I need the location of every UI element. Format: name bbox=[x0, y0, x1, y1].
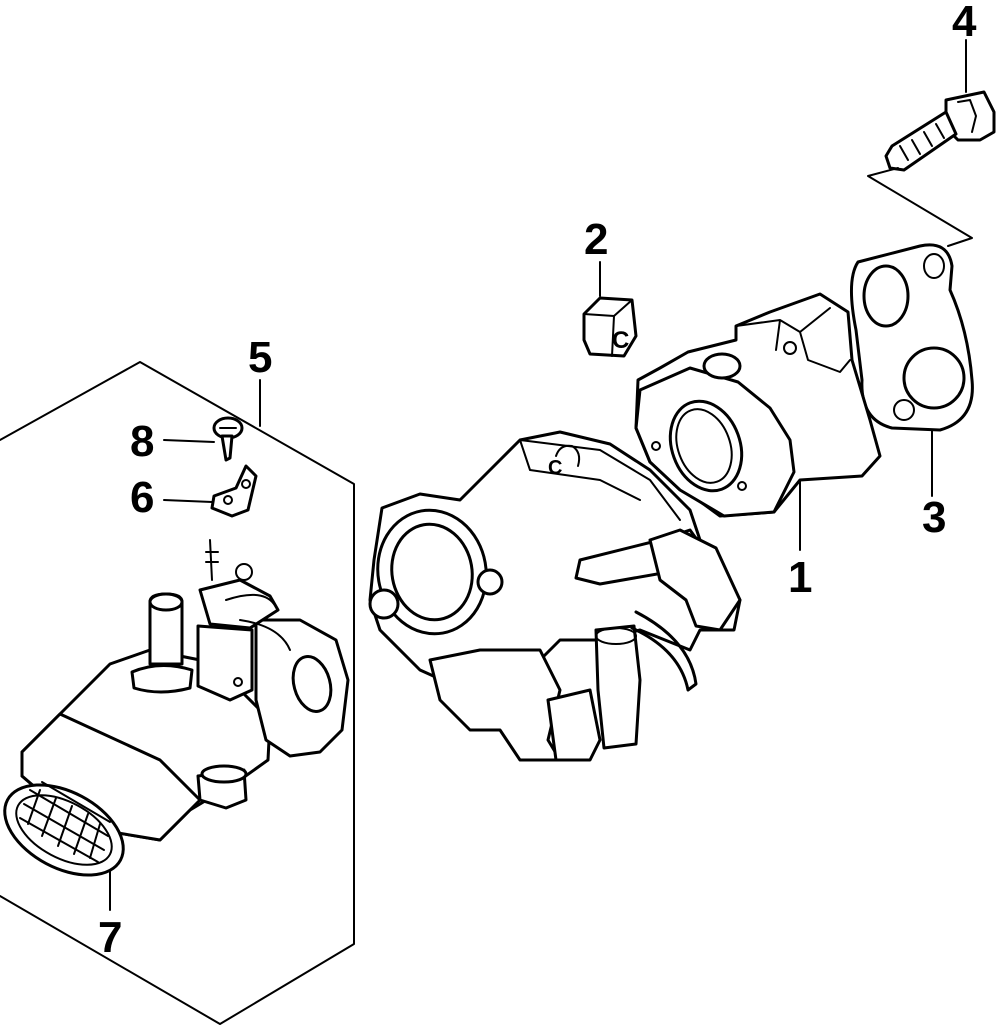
part-4-bolt[interactable] bbox=[884, 90, 996, 172]
part-8-screw[interactable] bbox=[212, 416, 244, 462]
callout-4: 4 bbox=[952, 0, 977, 46]
callout-2: 2 bbox=[584, 215, 608, 264]
part-1-carburetor[interactable]: C bbox=[368, 292, 882, 762]
part-6-bracket[interactable] bbox=[210, 464, 258, 518]
leader-6 bbox=[163, 499, 213, 503]
part-2-cap[interactable]: C bbox=[582, 296, 638, 358]
callout-5: 5 bbox=[248, 333, 272, 382]
part-5-intake-silencer[interactable] bbox=[20, 539, 350, 842]
callout-6: 6 bbox=[130, 473, 154, 522]
part-7-screen[interactable] bbox=[0, 766, 138, 893]
leader-8 bbox=[163, 439, 215, 443]
callout-7: 7 bbox=[98, 913, 122, 962]
part-5-group-box bbox=[0, 361, 355, 1025]
callout-1: 1 bbox=[788, 553, 812, 602]
part-2-marking: C bbox=[612, 327, 629, 354]
bolt-assembly-line bbox=[867, 167, 973, 247]
part-3-gasket[interactable] bbox=[849, 243, 974, 432]
callout-3: 3 bbox=[922, 493, 946, 542]
callout-8: 8 bbox=[130, 417, 154, 466]
carb-top-marking: C bbox=[548, 457, 562, 479]
